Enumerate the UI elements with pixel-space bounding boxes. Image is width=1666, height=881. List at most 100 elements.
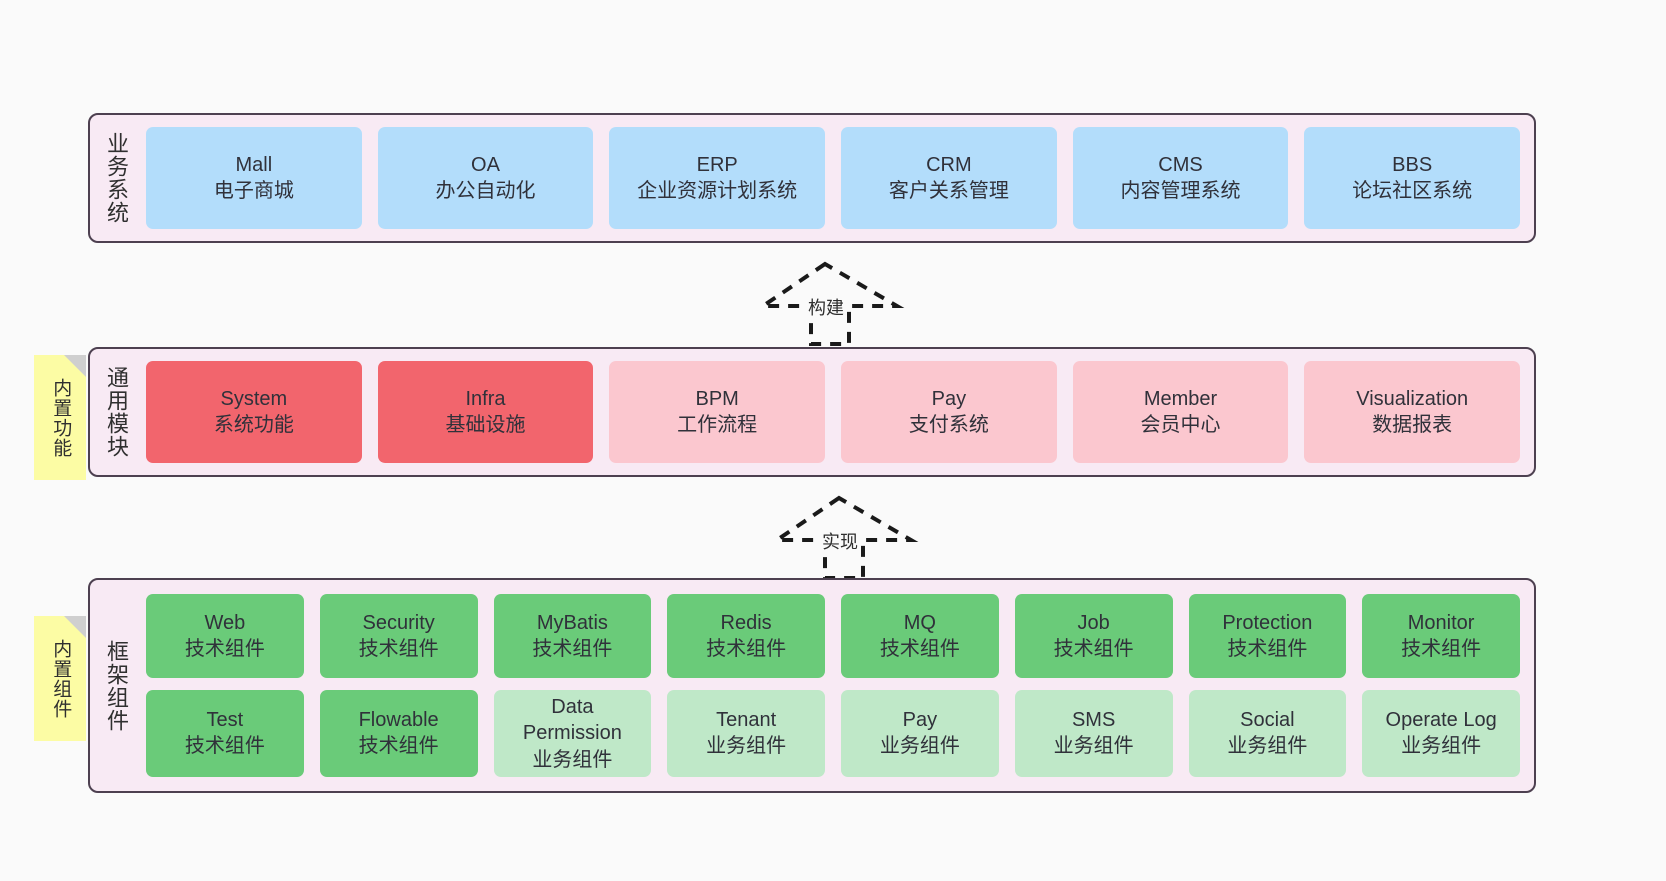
card-tenant-en: Tenant xyxy=(716,709,777,732)
card-sms-cn: 业务组件 xyxy=(1053,735,1134,758)
card-protection-en: Protection xyxy=(1222,611,1313,634)
card-crm-en: CRM xyxy=(926,153,972,176)
card-test-cn: 技术组件 xyxy=(184,735,265,758)
connector-build-label: 构建 xyxy=(806,294,846,320)
layer-body-framework-components: Web 技术组件 Security 技术组件 MyBatis 技术组件 Redi… xyxy=(142,580,1534,791)
card-monitor-en: Monitor xyxy=(1407,611,1475,634)
card-social[interactable]: Social 业务组件 xyxy=(1188,689,1347,777)
layer-title-common-modules: 通用模块 xyxy=(103,366,129,458)
card-pay-component[interactable]: Pay 业务组件 xyxy=(841,689,999,777)
card-pay-module-en: Pay xyxy=(931,387,967,410)
card-system-en: System xyxy=(220,387,288,410)
card-protection-cn: 技术组件 xyxy=(1227,637,1308,660)
card-system-cn: 系统功能 xyxy=(213,414,294,436)
card-bpm-cn: 工作流程 xyxy=(677,414,758,436)
card-member[interactable]: Member 会员中心 xyxy=(1072,361,1289,463)
card-redis[interactable]: Redis 技术组件 xyxy=(667,594,825,678)
card-infra[interactable]: Infra 基础设施 xyxy=(377,361,594,463)
card-job[interactable]: Job 技术组件 xyxy=(1014,594,1173,678)
layer-title-framework-components: 框架组件 xyxy=(103,639,129,732)
card-bpm-en: BPM xyxy=(695,387,739,410)
card-operate-log-cn: 业务组件 xyxy=(1401,735,1482,758)
card-data-permission-en: Data Permission xyxy=(522,695,622,745)
card-oa-cn: 办公自动化 xyxy=(435,180,536,202)
layer-body-business-systems: Mall 电子商城 OA 办公自动化 ERP 企业资源计划系统 CRM 客户关系… xyxy=(142,115,1534,241)
card-test-en: Test xyxy=(206,709,244,732)
card-infra-en: Infra xyxy=(465,387,506,410)
note-builtin-features: 内置功能 xyxy=(34,355,86,480)
card-mybatis-en: MyBatis xyxy=(536,611,608,634)
card-bbs[interactable]: BBS 论坛社区系统 xyxy=(1304,127,1521,229)
card-web-cn: 技术组件 xyxy=(184,637,265,660)
note-fold-corner-icon xyxy=(64,355,86,377)
card-erp-cn: 企业资源计划系统 xyxy=(637,180,798,202)
card-member-cn: 会员中心 xyxy=(1140,414,1221,436)
connector-implement: 实现 xyxy=(769,495,919,580)
card-flowable-en: Flowable xyxy=(358,709,439,732)
card-bpm[interactable]: BPM 工作流程 xyxy=(609,361,826,463)
card-data-permission[interactable]: Data Permission 业务组件 xyxy=(493,689,652,777)
card-erp-en: ERP xyxy=(696,153,738,176)
card-social-cn: 业务组件 xyxy=(1227,735,1308,758)
card-security-en: Security xyxy=(362,611,435,634)
card-redis-en: Redis xyxy=(720,611,772,634)
card-web-en: Web xyxy=(204,611,246,634)
note-builtin-components: 内置组件 xyxy=(34,616,86,741)
layer-framework-components: 框架组件 Web 技术组件 Security 技术组件 MyBatis 技术组件… xyxy=(88,578,1536,793)
note-builtin-features-label: 内置功能 xyxy=(50,377,72,458)
card-flowable[interactable]: Flowable 技术组件 xyxy=(319,689,478,777)
card-monitor[interactable]: Monitor 技术组件 xyxy=(1362,594,1520,678)
card-visualization-en: Visualization xyxy=(1356,387,1469,410)
card-mq-en: MQ xyxy=(903,611,936,634)
card-bbs-cn: 论坛社区系统 xyxy=(1352,180,1473,202)
card-system[interactable]: System 系统功能 xyxy=(146,361,362,463)
layer-business-systems: 业务系统 Mall 电子商城 OA 办公自动化 ERP 企业资源计划系统 CRM… xyxy=(88,113,1536,243)
connector-build: 构建 xyxy=(755,261,905,346)
layer-body-common-modules: System 系统功能 Infra 基础设施 BPM 工作流程 Pay 支付系统… xyxy=(142,349,1534,475)
card-visualization-cn: 数据报表 xyxy=(1372,414,1453,436)
note-builtin-components-label: 内置组件 xyxy=(50,638,72,719)
connector-implement-label: 实现 xyxy=(820,528,860,554)
card-data-permission-cn: 业务组件 xyxy=(532,748,613,771)
card-cms-cn: 内容管理系统 xyxy=(1120,180,1241,202)
layer-common-modules: 通用模块 System 系统功能 Infra 基础设施 BPM 工作流程 Pay… xyxy=(88,347,1536,477)
card-pay-module-cn: 支付系统 xyxy=(908,414,989,436)
card-bbs-en: BBS xyxy=(1392,153,1433,176)
card-mall-en: Mall xyxy=(235,153,273,176)
card-test[interactable]: Test 技术组件 xyxy=(146,689,304,777)
card-mq[interactable]: MQ 技术组件 xyxy=(841,594,999,678)
card-pay-component-en: Pay xyxy=(902,709,938,732)
card-tenant[interactable]: Tenant 业务组件 xyxy=(667,689,825,777)
card-security[interactable]: Security 技术组件 xyxy=(319,594,478,678)
card-tenant-cn: 业务组件 xyxy=(706,735,787,758)
card-mq-cn: 技术组件 xyxy=(879,637,960,660)
card-job-cn: 技术组件 xyxy=(1053,637,1134,660)
card-mybatis[interactable]: MyBatis 技术组件 xyxy=(493,594,652,678)
card-cms-en: CMS xyxy=(1158,153,1203,176)
card-security-cn: 技术组件 xyxy=(358,637,439,660)
card-protection[interactable]: Protection 技术组件 xyxy=(1188,594,1347,678)
card-oa[interactable]: OA 办公自动化 xyxy=(377,127,594,229)
card-infra-cn: 基础设施 xyxy=(445,414,526,436)
card-sms[interactable]: SMS 业务组件 xyxy=(1014,689,1173,777)
card-operate-log-en: Operate Log xyxy=(1385,709,1497,732)
card-crm[interactable]: CRM 客户关系管理 xyxy=(841,127,1057,229)
card-web[interactable]: Web 技术组件 xyxy=(146,594,304,678)
card-mall[interactable]: Mall 电子商城 xyxy=(146,127,362,229)
card-social-en: Social xyxy=(1240,709,1295,732)
card-mybatis-cn: 技术组件 xyxy=(532,637,613,660)
card-oa-en: OA xyxy=(471,153,500,176)
card-operate-log[interactable]: Operate Log 业务组件 xyxy=(1362,689,1520,777)
card-erp[interactable]: ERP 企业资源计划系统 xyxy=(609,127,826,229)
card-pay-module[interactable]: Pay 支付系统 xyxy=(841,361,1057,463)
note-fold-corner-icon-2 xyxy=(64,616,86,638)
layer-title-business-systems: 业务系统 xyxy=(103,132,129,224)
card-cms[interactable]: CMS 内容管理系统 xyxy=(1072,127,1289,229)
card-visualization[interactable]: Visualization 数据报表 xyxy=(1304,361,1521,463)
card-mall-cn: 电子商城 xyxy=(213,180,294,202)
card-pay-component-cn: 业务组件 xyxy=(879,735,960,758)
card-monitor-cn: 技术组件 xyxy=(1401,637,1482,660)
card-redis-cn: 技术组件 xyxy=(706,637,787,660)
framework-row-tech: Web 技术组件 Security 技术组件 MyBatis 技术组件 Redi… xyxy=(146,594,1520,678)
